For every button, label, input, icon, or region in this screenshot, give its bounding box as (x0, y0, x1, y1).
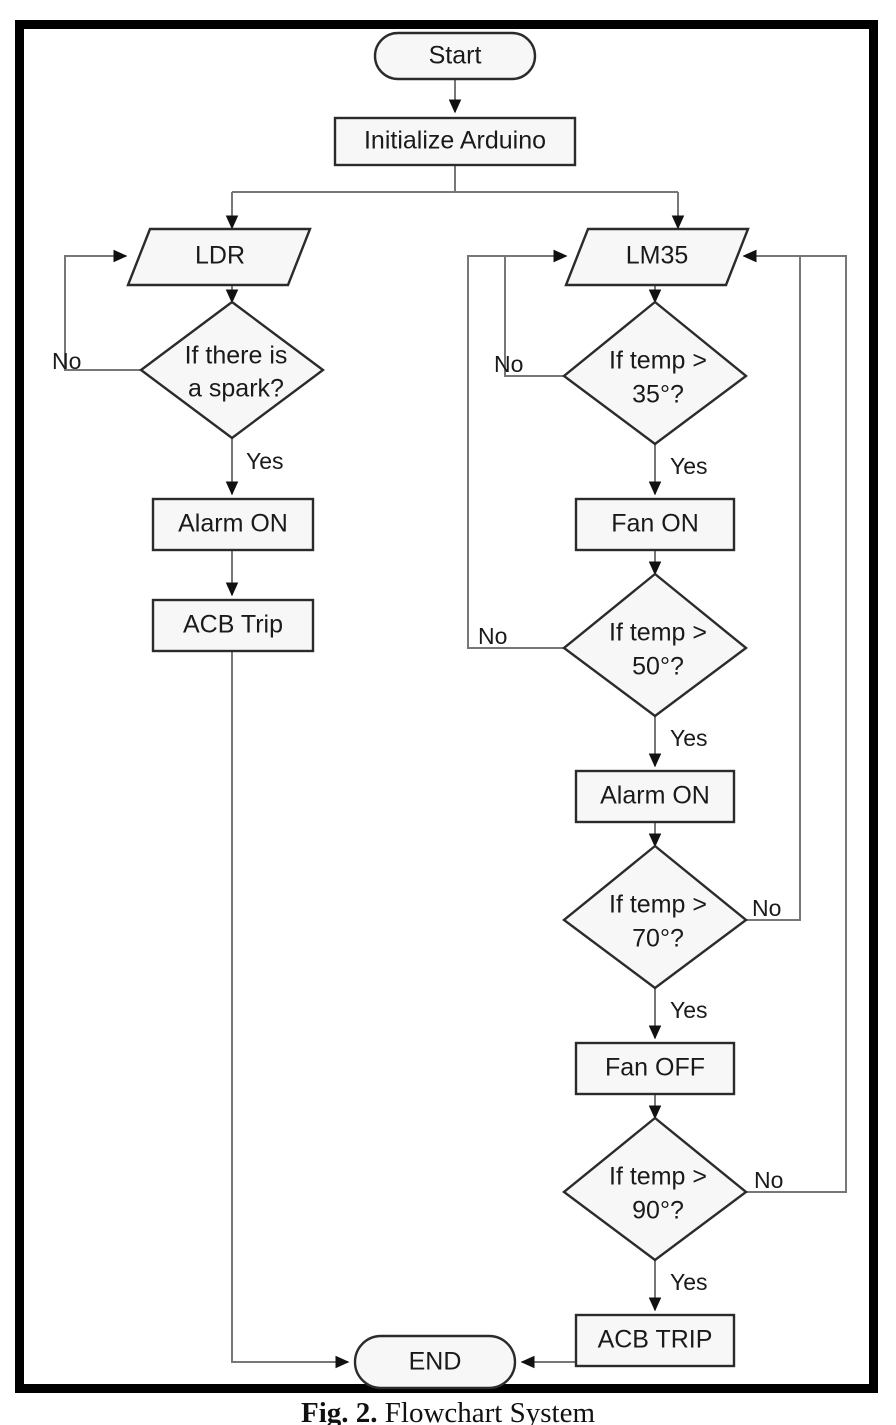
node-alarm-on-left-label: Alarm ON (178, 510, 288, 538)
node-ldr-label: LDR (195, 242, 245, 270)
figure-caption-label: Fig. 2. (300, 1397, 378, 1425)
figure-caption: Fig. 2. Flowchart System (0, 1396, 896, 1425)
edge-t70-no-loop (742, 249, 801, 921)
node-fan-off-label: Fan OFF (605, 1054, 705, 1082)
node-alarm-on-left[interactable]: Alarm ON (151, 497, 315, 552)
node-decision-spark[interactable]: If there is a spark? (138, 300, 326, 440)
figure-caption-text: Flowchart System (384, 1397, 596, 1425)
node-lm35[interactable]: LM35 (564, 227, 750, 287)
edge-acbleft-end (231, 650, 350, 1369)
node-decision-temp-70-line2: 70°? (632, 925, 684, 953)
node-alarm-on-right-label: Alarm ON (600, 782, 710, 810)
edge-t90-no-loop (742, 249, 847, 1193)
edge-label-t70-yes: Yes (670, 997, 708, 1023)
node-decision-temp-35[interactable]: If temp > 35°? (562, 300, 748, 446)
node-decision-spark-line1: If there is (185, 342, 288, 370)
node-end-label: END (409, 1348, 462, 1376)
edge-label-t90-yes: Yes (670, 1269, 708, 1295)
node-decision-temp-50-line1: If temp > (609, 619, 707, 647)
node-alarm-on-right[interactable]: Alarm ON (574, 769, 736, 824)
node-decision-temp-35-line1: If temp > (609, 347, 707, 375)
node-start[interactable]: Start (373, 31, 537, 81)
node-acb-trip-right-label: ACB TRIP (598, 1326, 713, 1354)
node-initialize-arduino-label: Initialize Arduino (364, 127, 546, 155)
node-acb-trip-right[interactable]: ACB TRIP (574, 1313, 736, 1368)
node-decision-spark-line2: a spark? (188, 375, 284, 403)
edge-label-spark-no: No (52, 348, 81, 374)
node-acb-trip-left[interactable]: ACB Trip (151, 598, 315, 653)
edge-label-t70-no: No (752, 895, 781, 921)
edge-label-t50-no: No (478, 623, 507, 649)
edge-spark-no-loop (64, 249, 141, 371)
node-end[interactable]: END (353, 1334, 517, 1390)
edge-label-t50-yes: Yes (670, 725, 708, 751)
node-initialize-arduino[interactable]: Initialize Arduino (333, 116, 577, 167)
node-ldr[interactable]: LDR (126, 227, 312, 287)
node-fan-off[interactable]: Fan OFF (574, 1041, 736, 1096)
node-acb-trip-left-label: ACB Trip (183, 611, 283, 639)
node-decision-temp-50[interactable]: If temp > 50°? (562, 572, 748, 718)
node-decision-temp-70[interactable]: If temp > 70°? (562, 844, 748, 990)
node-decision-temp-35-line2: 35°? (632, 381, 684, 409)
node-decision-temp-90-line1: If temp > (609, 1163, 707, 1191)
edge-label-t90-no: No (754, 1167, 783, 1193)
node-decision-temp-70-line1: If temp > (609, 891, 707, 919)
edge-label-t35-yes: Yes (670, 453, 708, 479)
node-fan-on[interactable]: Fan ON (574, 497, 736, 552)
node-decision-temp-90[interactable]: If temp > 90°? (562, 1116, 748, 1262)
edge-label-t35-no: No (494, 351, 523, 377)
node-fan-on-label: Fan ON (611, 510, 699, 538)
edge-label-spark-yes: Yes (246, 448, 284, 474)
node-decision-temp-50-line2: 50°? (632, 653, 684, 681)
edge-t50-no-loop (467, 249, 568, 649)
node-lm35-label: LM35 (626, 242, 689, 270)
node-decision-temp-90-line2: 90°? (632, 1197, 684, 1225)
node-start-label: Start (429, 42, 482, 70)
